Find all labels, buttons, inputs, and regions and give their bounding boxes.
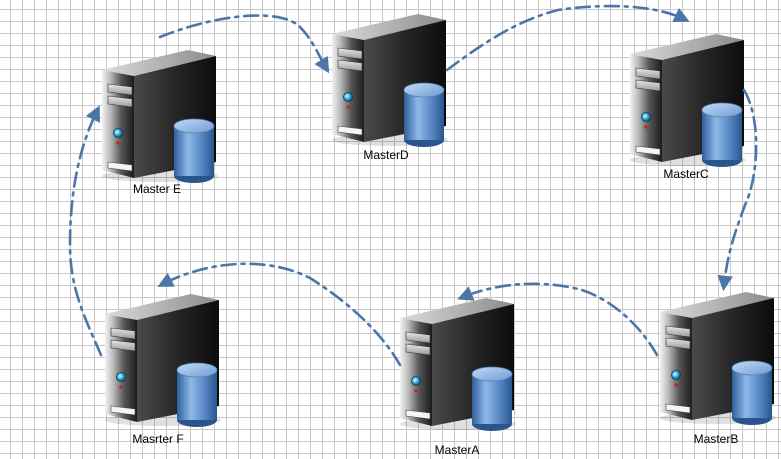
server-master-b — [659, 291, 777, 426]
server-master-a — [399, 297, 517, 432]
server-master-e — [101, 49, 219, 184]
edge-master-b-to-master-a — [457, 282, 659, 357]
server-master-c — [629, 33, 747, 168]
server-tower-icon — [331, 13, 449, 148]
server-tower-icon — [629, 33, 747, 168]
edge-master-e-to-master-d — [158, 14, 330, 74]
label-master-c: MasterC — [663, 167, 709, 181]
server-tower-icon — [104, 293, 222, 428]
label-master-d: MasterD — [363, 148, 409, 162]
edge-master-a-to-master-f — [157, 262, 402, 367]
server-tower-icon — [101, 49, 219, 184]
label-master-a: MasterA — [434, 443, 480, 457]
label-master-e: Master E — [132, 182, 182, 196]
server-master-d — [331, 13, 449, 148]
edge-master-c-to-master-b — [717, 88, 758, 292]
label-master-f: Masrter F — [132, 432, 184, 446]
server-tower-icon — [399, 297, 517, 432]
edge-master-d-to-master-c — [445, 4, 690, 72]
server-tower-icon — [659, 291, 777, 426]
server-master-f — [104, 293, 222, 428]
label-master-b: MasterB — [693, 432, 739, 446]
edge-master-f-to-master-e — [68, 105, 103, 357]
